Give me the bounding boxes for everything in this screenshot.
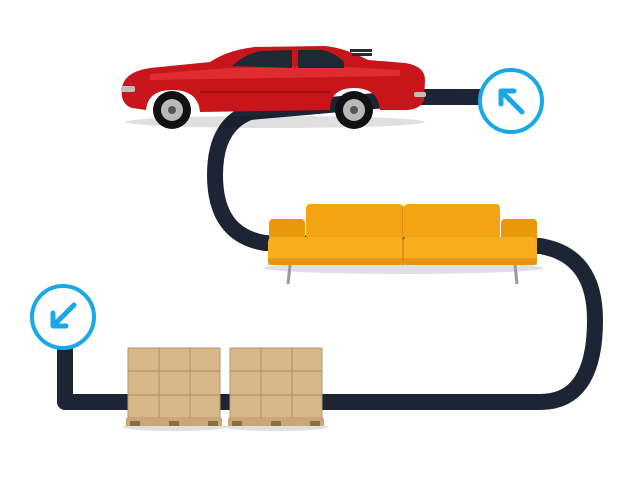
pallet-boxes-image (122, 347, 226, 431)
sofa-image (263, 204, 543, 285)
route-path (57, 89, 603, 410)
pallet-boxes-image (224, 347, 328, 431)
arrow-down-left-icon (30, 284, 96, 350)
arrow-up-left-icon (478, 68, 544, 134)
car-image (121, 46, 426, 129)
